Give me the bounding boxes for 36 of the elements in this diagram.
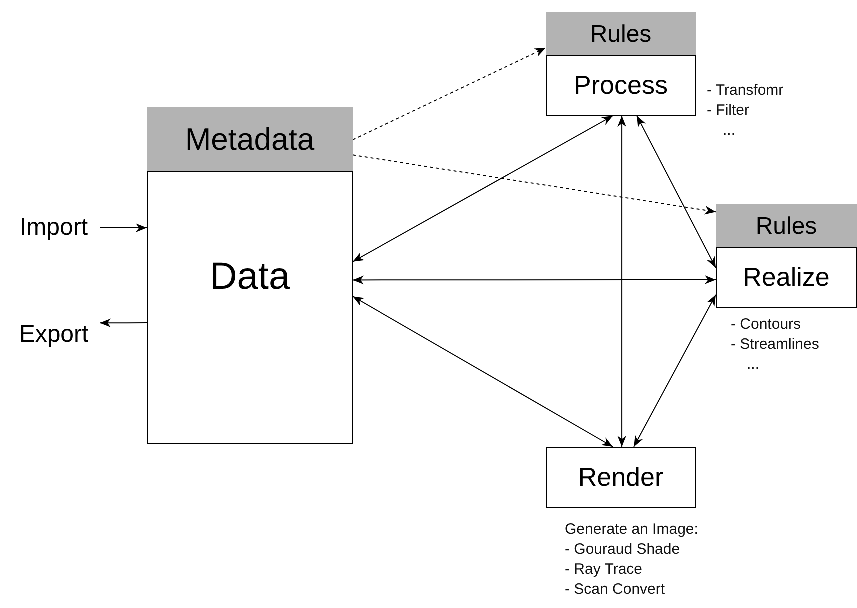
arrow	[636, 116, 716, 268]
process-box	[546, 55, 696, 116]
arrow	[352, 296, 614, 448]
note-text: - Filter	[707, 101, 750, 121]
arrow	[100, 224, 148, 232]
note-text: - Ray Trace	[565, 560, 643, 580]
dashed-arrow	[352, 154, 716, 215]
note-text: - Scan Convert	[565, 580, 666, 600]
node-label: Rules	[756, 212, 818, 240]
note-text: - Transfomr	[707, 81, 784, 101]
node-label: Rules	[590, 20, 652, 48]
node-label: Render	[578, 462, 664, 493]
arrow	[352, 276, 716, 285]
note-text: - Streamlines	[731, 335, 820, 355]
arrow	[100, 318, 148, 328]
node-label: Data	[210, 256, 290, 299]
header-box	[147, 107, 353, 173]
note-text: - Gouraud Shade	[565, 540, 680, 560]
node-label: Realize	[743, 262, 830, 293]
arrow	[634, 294, 716, 448]
node-label: Process	[574, 70, 668, 101]
note-text: ...	[722, 121, 736, 141]
header-box	[716, 204, 857, 249]
dashed-arrow	[352, 48, 546, 140]
note-text: - Contours	[731, 315, 802, 335]
node-label: Import	[20, 214, 88, 242]
process-box	[716, 247, 857, 308]
node-label: Metadata	[185, 122, 315, 158]
header-box	[546, 12, 696, 57]
arrow	[352, 116, 614, 262]
node-label: Export	[19, 321, 89, 349]
data-box	[147, 171, 353, 444]
process-box	[546, 447, 696, 508]
note-text: ...	[746, 355, 760, 375]
arrow	[618, 116, 626, 448]
note-text: Generate an Image:	[565, 520, 698, 540]
